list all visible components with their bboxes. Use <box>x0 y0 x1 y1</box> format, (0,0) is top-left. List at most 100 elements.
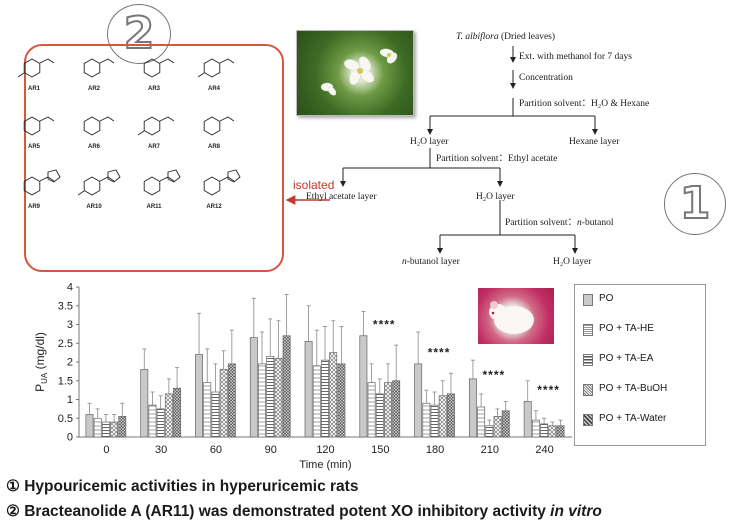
bar <box>312 365 321 438</box>
badge-one: 1 <box>664 173 726 235</box>
compound-structure-ar5 <box>23 116 55 136</box>
compound-structure-ar8 <box>203 116 235 136</box>
legend-swatch <box>583 354 593 366</box>
compound-label: AR6 <box>87 144 100 150</box>
bar <box>211 391 220 438</box>
bar <box>422 402 431 438</box>
bar <box>493 416 502 438</box>
bar <box>375 393 384 438</box>
bar <box>359 335 368 438</box>
bar <box>430 404 439 438</box>
compound-structure-ar11 <box>143 169 181 196</box>
bar <box>282 335 291 438</box>
compound-structure-ar2 <box>83 58 115 78</box>
legend-label: PO + TA-HE <box>599 323 654 334</box>
bar <box>173 387 182 438</box>
x-tick-label: 60 <box>210 444 222 456</box>
significance-mark: **** <box>428 345 451 359</box>
flow-h2o-layer-3: H₂O layer <box>553 257 592 267</box>
legend-label: PO + TA-EA <box>599 353 654 364</box>
bar <box>548 425 557 438</box>
compound-structure-ar6 <box>83 116 115 136</box>
bar <box>203 382 212 438</box>
bar <box>258 363 266 438</box>
flow-step-concentration: Concentration <box>519 73 573 83</box>
bar <box>367 382 376 438</box>
compound-ar12: AR12 <box>192 166 252 216</box>
bar <box>118 416 127 438</box>
flow-step-partition-1: Partition solvent：H₂O & Hexane <box>519 99 650 109</box>
x-tick-label: 210 <box>481 444 499 456</box>
compound-structure-ar7 <box>138 116 175 136</box>
flow-butanol-layer: n-butanol layer <box>402 257 460 267</box>
compound-label: AR10 <box>86 204 102 210</box>
bar <box>392 380 401 438</box>
x-tick-label: 90 <box>265 444 277 456</box>
legend-label: PO + TA-Water <box>599 413 667 424</box>
legend-swatch <box>583 294 593 306</box>
compound-structure-ar12 <box>203 169 241 196</box>
compound-label: AR4 <box>207 86 220 92</box>
bar <box>540 423 549 438</box>
bar <box>321 359 329 438</box>
extraction-flowchart: T. albiflora (Dried leaves) Ext. with me… <box>285 32 650 267</box>
flow-step-extract: Ext. with methanol for 7 days <box>519 52 632 62</box>
compound-label: AR9 <box>27 204 40 210</box>
compound-structure-ar1 <box>18 58 55 78</box>
x-tick-label: 30 <box>155 444 167 456</box>
flow-step-partition-3: Partition solvent：n-butanol <box>505 218 614 228</box>
plant-photo <box>296 30 414 116</box>
significance-mark: **** <box>537 383 560 397</box>
flow-source: T. albiflora (Dried leaves) <box>456 32 556 42</box>
compound-ar9: AR9 <box>12 166 72 216</box>
y-axis-label: PUA (mg/dl) <box>33 332 49 392</box>
bar <box>148 404 157 438</box>
y-tick-label: 1.5 <box>58 375 73 387</box>
bar <box>438 395 447 438</box>
significance-mark: **** <box>482 368 505 382</box>
bar <box>164 393 173 438</box>
compound-structure-ar9 <box>23 169 61 196</box>
compound-label: AR5 <box>27 144 40 150</box>
compound-structure-ar3 <box>143 58 175 78</box>
compound-structure-ar4 <box>198 58 235 78</box>
bar <box>93 417 102 438</box>
x-tick-label: 120 <box>316 444 334 456</box>
y-tick-label: 3.5 <box>58 300 73 312</box>
compound-label: AR2 <box>87 86 100 92</box>
bar <box>337 363 346 438</box>
bar <box>304 341 313 438</box>
flowchart-lines <box>285 46 598 254</box>
bar <box>85 414 94 438</box>
compound-label: AR7 <box>147 144 160 150</box>
bar <box>219 369 228 438</box>
bar <box>140 369 149 438</box>
bar <box>531 419 540 438</box>
y-tick-label: 0.5 <box>58 413 73 425</box>
compound-label: AR11 <box>146 204 162 210</box>
legend-swatch <box>583 324 593 336</box>
bar <box>485 425 494 438</box>
y-tick-label: 4 <box>67 282 73 294</box>
legend-label: PO <box>599 293 614 304</box>
compound-ar1: AR1 <box>12 48 72 98</box>
x-tick-label: 0 <box>103 444 109 456</box>
bar <box>477 406 486 438</box>
caption-line-2: ② Bracteanolide A (AR11) was demonstrate… <box>6 503 602 520</box>
legend-swatch <box>583 384 593 396</box>
bar <box>414 363 423 438</box>
flow-step-partition-2: Partition solvent：Ethyl acetate <box>436 154 558 164</box>
compound-ar11: AR11 <box>132 166 192 216</box>
compound-structure-ar10 <box>78 169 121 196</box>
y-tick-label: 2 <box>67 357 73 369</box>
badge-two: 2 <box>107 4 171 64</box>
x-tick-label: 180 <box>426 444 444 456</box>
compound-ar5: AR5 <box>12 106 72 156</box>
x-tick-label: 150 <box>371 444 389 456</box>
bar <box>329 352 338 438</box>
bar <box>110 421 119 438</box>
compound-ar3: AR3 <box>132 48 192 98</box>
bar <box>195 354 203 438</box>
bar <box>523 401 532 438</box>
